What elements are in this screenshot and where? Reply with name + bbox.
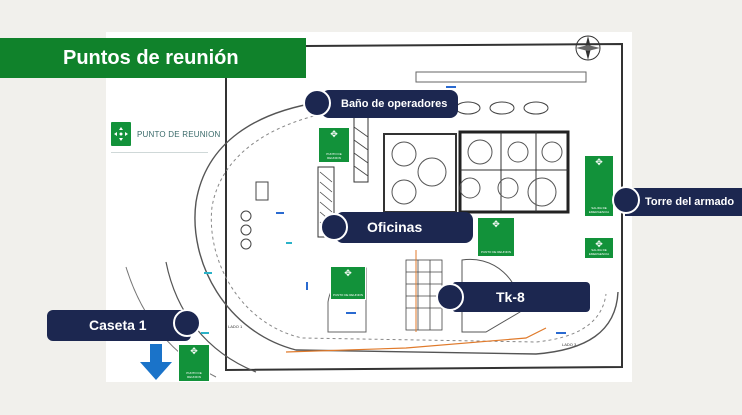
exit-sign-caption: SALIDA DE EMERGENCIA xyxy=(588,248,610,256)
point-marker-bano[interactable] xyxy=(303,89,331,117)
point-marker-oficinas[interactable] xyxy=(320,213,348,241)
point-label-bano: Baño de operadores xyxy=(321,90,458,118)
emergency-exit-sign: ✥ SALIDA DE EMERGENCIA xyxy=(584,237,614,259)
point-label-tk8: Tk-8 xyxy=(452,282,590,312)
assembly-point-sign: ✥ PUNTO DE REUNION xyxy=(178,344,210,382)
assembly-point-sign: ✥ PUNTO DE REUNION xyxy=(318,127,350,163)
assembly-point-sign: ✥ PUNTO DE REUNION xyxy=(477,217,515,257)
point-marker-tk8[interactable] xyxy=(436,283,464,311)
legend-label: PUNTO DE REUNION xyxy=(137,129,221,139)
site-plan-drawing: LADO 1 LADO 3 xyxy=(125,35,623,378)
assembly-sign-caption: PUNTO DE REUNION xyxy=(332,293,364,297)
zone-label-3: LADO 3 xyxy=(562,342,577,347)
assembly-sign-caption: PUNTO DE REUNION xyxy=(326,152,342,160)
emergency-exit-sign: ✥ SALIDA DE EMERGENCIA xyxy=(584,155,614,217)
assembly-sign-caption: PUNTO DE REUNION xyxy=(480,250,512,254)
point-label-caseta: Caseta 1 xyxy=(47,310,191,341)
point-label-oficinas: Oficinas xyxy=(335,212,473,243)
assembly-sign-caption: PUNTO DE REUNION xyxy=(186,371,202,379)
exit-sign-caption: SALIDA DE EMERGENCIA xyxy=(588,206,610,214)
assembly-point-sign: ✥ PUNTO DE REUNION xyxy=(330,266,366,300)
assembly-point-icon xyxy=(111,122,131,146)
point-label-torre: Torre del armado xyxy=(625,188,742,216)
legend-divider xyxy=(111,152,208,153)
point-marker-caseta[interactable] xyxy=(173,309,201,337)
legend: PUNTO DE REUNION xyxy=(111,122,221,146)
point-marker-torre[interactable] xyxy=(612,186,640,214)
down-arrow-icon xyxy=(140,344,172,380)
zone-label-1: LADO 1 xyxy=(228,324,243,329)
compass-rose-icon xyxy=(575,35,601,61)
page-title: Puntos de reunión xyxy=(0,38,306,78)
